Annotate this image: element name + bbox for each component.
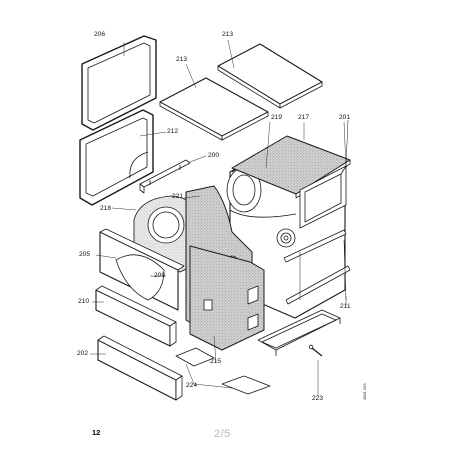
label-224: 224 bbox=[186, 382, 198, 389]
foot-plate-224b bbox=[221, 375, 271, 395]
panel-205 bbox=[99, 228, 185, 311]
label-202: 202 bbox=[77, 350, 89, 357]
label-211: 211 bbox=[340, 303, 351, 310]
document-id: 4881 056 bbox=[362, 383, 367, 400]
leader-lines bbox=[90, 39, 347, 396]
label-209: 209 bbox=[154, 272, 166, 279]
label-201: 201 bbox=[339, 114, 351, 121]
frame-212 bbox=[79, 109, 154, 206]
screw-223 bbox=[308, 344, 323, 357]
label-200: 200 bbox=[208, 152, 220, 159]
label-213-top: 213 bbox=[222, 31, 234, 38]
label-215: 215 bbox=[210, 358, 222, 365]
label-218: 218 bbox=[100, 205, 112, 212]
label-206: 206 bbox=[94, 31, 106, 38]
bracket-200 bbox=[139, 155, 207, 194]
front-insulation-215 bbox=[189, 245, 265, 351]
top-panel-213b bbox=[159, 77, 269, 141]
panel-210 bbox=[95, 285, 177, 347]
rails-211 bbox=[283, 229, 351, 305]
label-223: 223 bbox=[312, 395, 324, 402]
label-219: 219 bbox=[271, 114, 283, 121]
label-221: 221 bbox=[172, 193, 184, 200]
page-number: 12 bbox=[92, 428, 101, 437]
label-212: 212 bbox=[167, 128, 179, 135]
page-indicator: 2/5 bbox=[214, 428, 231, 440]
foot-plate-224a bbox=[175, 347, 215, 367]
bracket-201 bbox=[299, 119, 349, 229]
panel-202 bbox=[97, 335, 183, 401]
top-panel-213a bbox=[217, 43, 323, 109]
label-217: 217 bbox=[298, 114, 310, 121]
base-frame bbox=[257, 309, 341, 356]
frame-206 bbox=[81, 35, 157, 131]
label-205: 205 bbox=[79, 251, 91, 258]
label-213-lower: 213 bbox=[176, 56, 188, 63]
label-210: 210 bbox=[78, 298, 90, 305]
